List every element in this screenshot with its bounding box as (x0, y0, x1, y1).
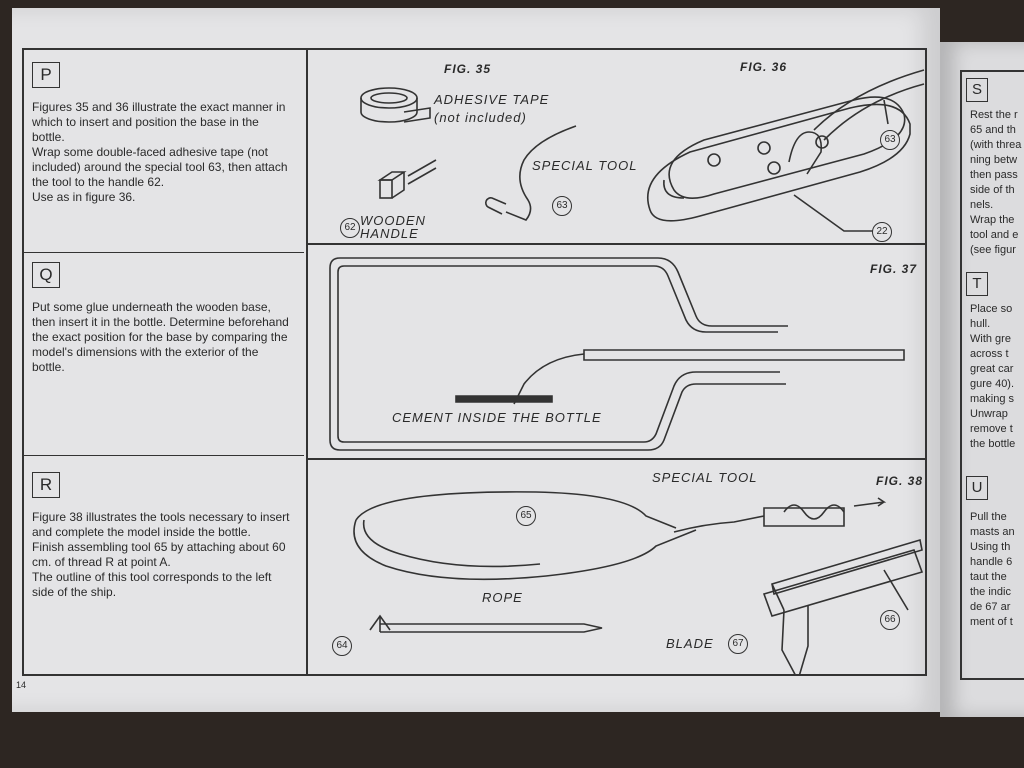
fig-38-label: FIG. 38 (876, 474, 924, 488)
tape-roll-illustration (360, 87, 431, 123)
divider-fig37-38 (306, 458, 927, 460)
section-p: P Figures 35 and 36 illustrate the exact… (32, 62, 294, 205)
fig-37-label: FIG. 37 (870, 262, 918, 276)
tool-64-illustration (369, 614, 603, 633)
part-number-66: 66 (880, 610, 900, 630)
adhesive-tape-label: ADHESIVE TAPE (434, 92, 550, 107)
next-page-frame (960, 70, 1024, 680)
section-r: R Figure 38 illustrates the tools necess… (32, 472, 294, 600)
section-r-text: Figure 38 illustrates the tools necessar… (32, 510, 290, 599)
cement-tool-wire (513, 353, 585, 405)
fig-36-label: FIG. 36 (740, 60, 788, 74)
blade-label: BLADE (666, 636, 714, 651)
cemented-base (455, 395, 553, 403)
blade-tool-illustration (762, 538, 924, 674)
part-number-62: 62 (340, 218, 360, 238)
part-number-64: 64 (332, 636, 352, 656)
section-letter-q: Q (32, 262, 60, 288)
section-u-text: Pull the masts an Using th handle 6 taut… (970, 511, 1015, 628)
divider-pq (24, 252, 304, 253)
handle-rod (583, 349, 905, 361)
column-divider (306, 50, 308, 674)
divider-qr (24, 455, 304, 456)
section-s-text: Rest the r 65 and th (with threa ning be… (970, 109, 1022, 256)
bottle-outline-illustration (329, 257, 788, 451)
handle-label: HANDLE (360, 226, 419, 241)
special-tool-38-label: SPECIAL TOOL (652, 470, 758, 485)
part-number-63-base: 63 (880, 130, 900, 150)
part-number-67: 67 (728, 634, 748, 654)
cement-label: CEMENT INSIDE THE BOTTLE (392, 410, 602, 425)
section-t-text: Place so hull. With gre across t great c… (970, 303, 1016, 450)
not-included-label: (not included) (434, 110, 527, 125)
section-letter-t: T (966, 272, 988, 296)
section-letter-s: S (966, 78, 988, 102)
section-p-text: Figures 35 and 36 illustrate the exact m… (32, 100, 288, 204)
fig-35-label: FIG. 35 (444, 62, 492, 76)
special-tool-63-illustration (505, 125, 577, 221)
part-number-65: 65 (516, 506, 536, 526)
section-q-text: Put some glue underneath the wooden base… (32, 300, 289, 374)
right-page (940, 42, 1024, 717)
special-tool-label: SPECIAL TOOL (532, 158, 638, 173)
tool-tip (485, 197, 507, 215)
section-letter-p: P (32, 62, 60, 88)
figure-drawings (329, 69, 925, 674)
rope-label: ROPE (482, 590, 523, 605)
section-q: Q Put some glue underneath the wooden ba… (32, 262, 294, 375)
divider-fig36-37 (306, 243, 927, 245)
part-number-22: 22 (872, 222, 892, 242)
wooden-handle-illustration (377, 159, 437, 199)
section-letter-u: U (966, 476, 988, 500)
section-letter-r: R (32, 472, 60, 498)
instruction-frame: P Figures 35 and 36 illustrate the exact… (22, 48, 927, 676)
part-number-63-tool: 63 (552, 196, 572, 216)
wooden-label: WOODEN (360, 213, 426, 228)
page-number: 14 (16, 680, 27, 690)
wooden-base-illustration (646, 69, 925, 232)
special-tool-65-illustration (353, 491, 887, 581)
